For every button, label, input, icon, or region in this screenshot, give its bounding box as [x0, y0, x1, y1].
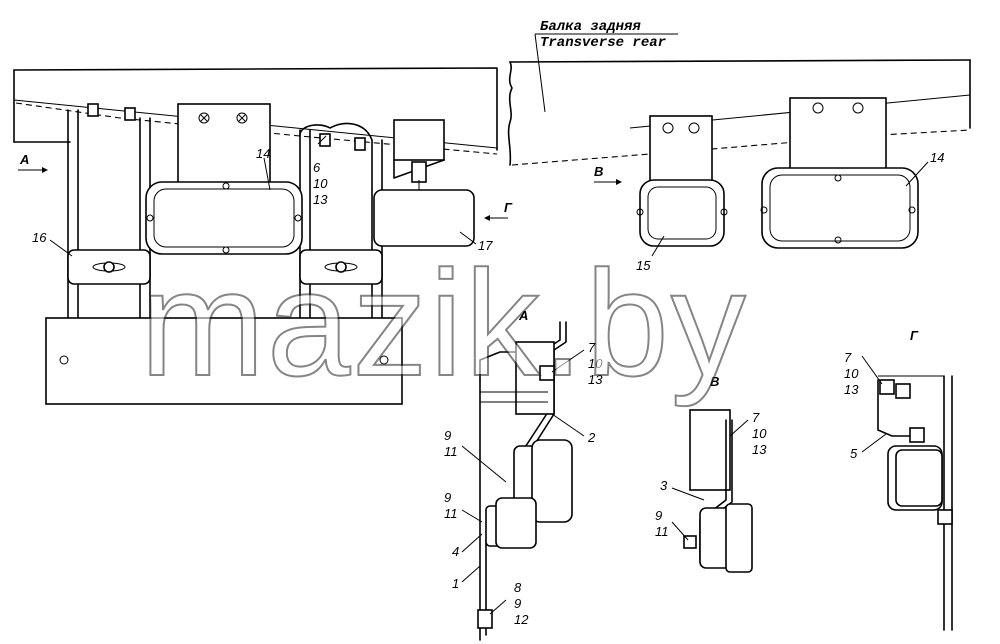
callout-a-11-bot: 11	[444, 506, 458, 521]
watermark: mazik.by	[140, 239, 748, 407]
callout-v-11: 11	[655, 524, 669, 539]
callout-v-13: 13	[752, 442, 767, 457]
callout-14-left: 14	[256, 146, 270, 161]
arrow-g-label: Г	[504, 200, 513, 215]
callout-1: 1	[452, 576, 459, 591]
callout-a-9-top: 9	[444, 428, 451, 443]
callout-v-9: 9	[655, 508, 662, 523]
callout-5: 5	[850, 446, 858, 461]
view-a-detail	[477, 321, 573, 641]
callout-a-9: 9	[514, 596, 521, 611]
title-ru: Балка задняя	[540, 19, 641, 35]
reflector-16-right	[299, 249, 383, 285]
tail-lamp-14-left	[145, 103, 303, 255]
callout-a-11-top: 11	[444, 444, 458, 459]
title-en: Transverse rear	[540, 35, 667, 51]
right-beam	[507, 59, 971, 166]
callout-13: 13	[313, 192, 328, 207]
tail-lamp-14-right	[760, 97, 919, 249]
callout-14-right: 14	[930, 150, 944, 165]
callout-16: 16	[32, 230, 47, 245]
title-leader	[534, 33, 546, 113]
callout-g-7: 7	[844, 350, 852, 365]
reflector-16-left	[67, 249, 151, 285]
callout-a-13: 13	[588, 372, 603, 387]
screw-icon	[198, 112, 248, 124]
view-v-letter: В	[710, 374, 719, 389]
callout-15: 15	[636, 258, 651, 273]
callout-6: 6	[313, 160, 321, 175]
callout-a-10: 10	[588, 356, 603, 371]
callout-17: 17	[478, 238, 493, 253]
arrow-v-label: В	[594, 164, 603, 179]
license-plate	[45, 317, 403, 405]
callout-4: 4	[452, 544, 459, 559]
callout-a-9-bot: 9	[444, 490, 451, 505]
callout-10: 10	[313, 176, 328, 191]
tail-lamp-15	[636, 115, 728, 247]
callout-2: 2	[587, 430, 596, 445]
direction-arrows: А В Г	[18, 152, 622, 221]
arrow-a-label: А	[19, 152, 29, 167]
callout-g-10: 10	[844, 366, 859, 381]
callout-v-7: 7	[752, 410, 760, 425]
view-g-letter: Г	[910, 328, 919, 343]
view-a-letter: А	[518, 308, 528, 323]
callout-a-12: 12	[514, 612, 529, 627]
callout-3: 3	[660, 478, 668, 493]
callout-v-10: 10	[752, 426, 767, 441]
callout-g-13: 13	[844, 382, 859, 397]
view-g-detail	[877, 375, 953, 631]
header-title-group: Балка задняя Transverse rear	[534, 19, 678, 113]
callout-a-8: 8	[514, 580, 522, 595]
view-v-detail	[683, 409, 753, 573]
lamp-17	[373, 119, 475, 247]
callouts: 14 6 10 13 16 17 15 14 7 10 13 2 9 11 9 …	[32, 135, 944, 627]
callout-a-7: 7	[588, 340, 596, 355]
